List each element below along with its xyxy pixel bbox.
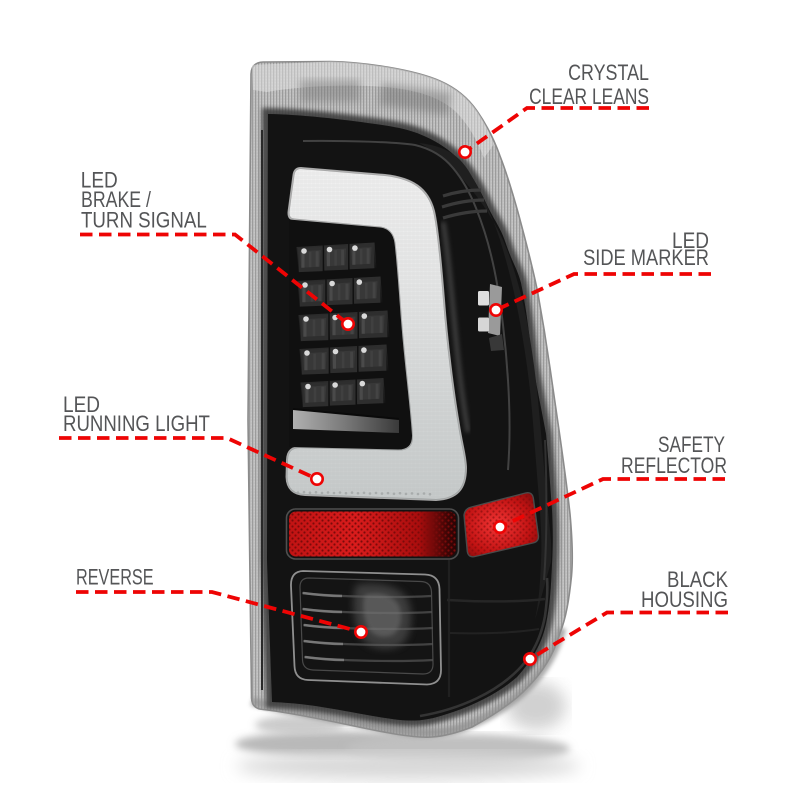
- svg-text:LED: LED: [81, 168, 118, 193]
- svg-text:RUNNING LIGHT: RUNNING LIGHT: [63, 413, 210, 437]
- svg-text:TURN SIGNAL: TURN SIGNAL: [81, 209, 207, 233]
- svg-text:SIDE MARKER: SIDE MARKER: [583, 247, 709, 271]
- svg-text:HOUSING: HOUSING: [641, 589, 728, 613]
- svg-text:REVERSE: REVERSE: [76, 566, 154, 590]
- svg-text:LED: LED: [63, 393, 100, 418]
- svg-text:BLACK: BLACK: [667, 569, 728, 593]
- svg-text:CRYSTAL: CRYSTAL: [568, 61, 649, 85]
- svg-text:CLEAR LEANS: CLEAR LEANS: [529, 85, 649, 109]
- svg-text:LED: LED: [672, 229, 709, 254]
- svg-text:SAFETY: SAFETY: [658, 433, 725, 457]
- svg-text:BRAKE /: BRAKE /: [81, 188, 151, 212]
- svg-text:REFLECTOR: REFLECTOR: [621, 454, 727, 478]
